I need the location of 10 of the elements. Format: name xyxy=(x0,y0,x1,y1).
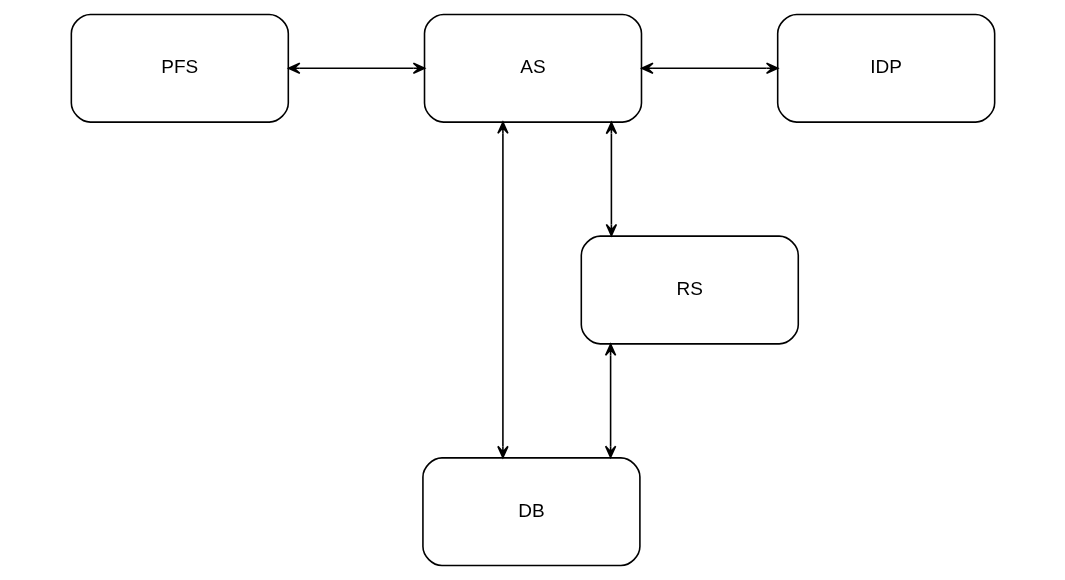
arrow xyxy=(496,121,509,459)
arrow xyxy=(640,62,778,75)
arrow xyxy=(287,62,425,75)
node-box: PFS xyxy=(70,13,289,123)
node-box: RS xyxy=(580,235,799,345)
arrow xyxy=(604,343,616,459)
node-box: DB xyxy=(421,457,641,567)
node-box: IDP xyxy=(776,13,995,123)
node-box: AS xyxy=(423,13,642,123)
arrow xyxy=(605,121,617,237)
